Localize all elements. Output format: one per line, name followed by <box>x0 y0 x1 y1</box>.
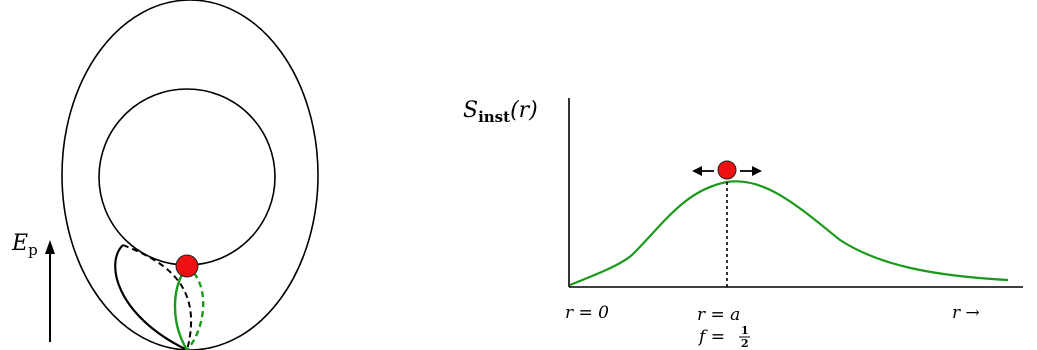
bounce-diagram: Ep <box>11 0 319 350</box>
x-label-arrow: r → <box>952 303 980 323</box>
f-denominator: 2 <box>741 337 749 350</box>
outer-ellipse <box>61 0 319 350</box>
inner-circle <box>98 88 276 266</box>
y-axis-label: Sinst(r) <box>463 98 538 126</box>
y-label-arg: (r) <box>510 98 538 123</box>
energy-label-sub: p <box>28 241 38 259</box>
f-label-prefix: f = <box>697 327 730 347</box>
black-solid-path <box>114 244 188 350</box>
action-curve <box>569 180 1009 287</box>
f-numerator: 1 <box>741 324 749 337</box>
black-dashed-path <box>122 244 193 350</box>
y-label-sub: inst <box>478 108 510 126</box>
green-dashed-path <box>186 265 205 350</box>
particle-ball <box>175 254 199 278</box>
x-label-peak: r = a <box>697 305 740 325</box>
energy-arrow-head <box>45 240 55 254</box>
energy-label-main: E <box>11 231 28 256</box>
y-label-main: S <box>463 98 478 123</box>
energy-label: Ep <box>11 231 38 259</box>
x-label-origin: r = 0 <box>565 303 609 323</box>
left-arrow-head <box>692 166 702 176</box>
action-plot: Sinst(r) r = 0 r = a f = 1 2 r → <box>463 98 1023 350</box>
right-arrow-head <box>752 166 762 176</box>
peak-ball <box>717 160 737 180</box>
